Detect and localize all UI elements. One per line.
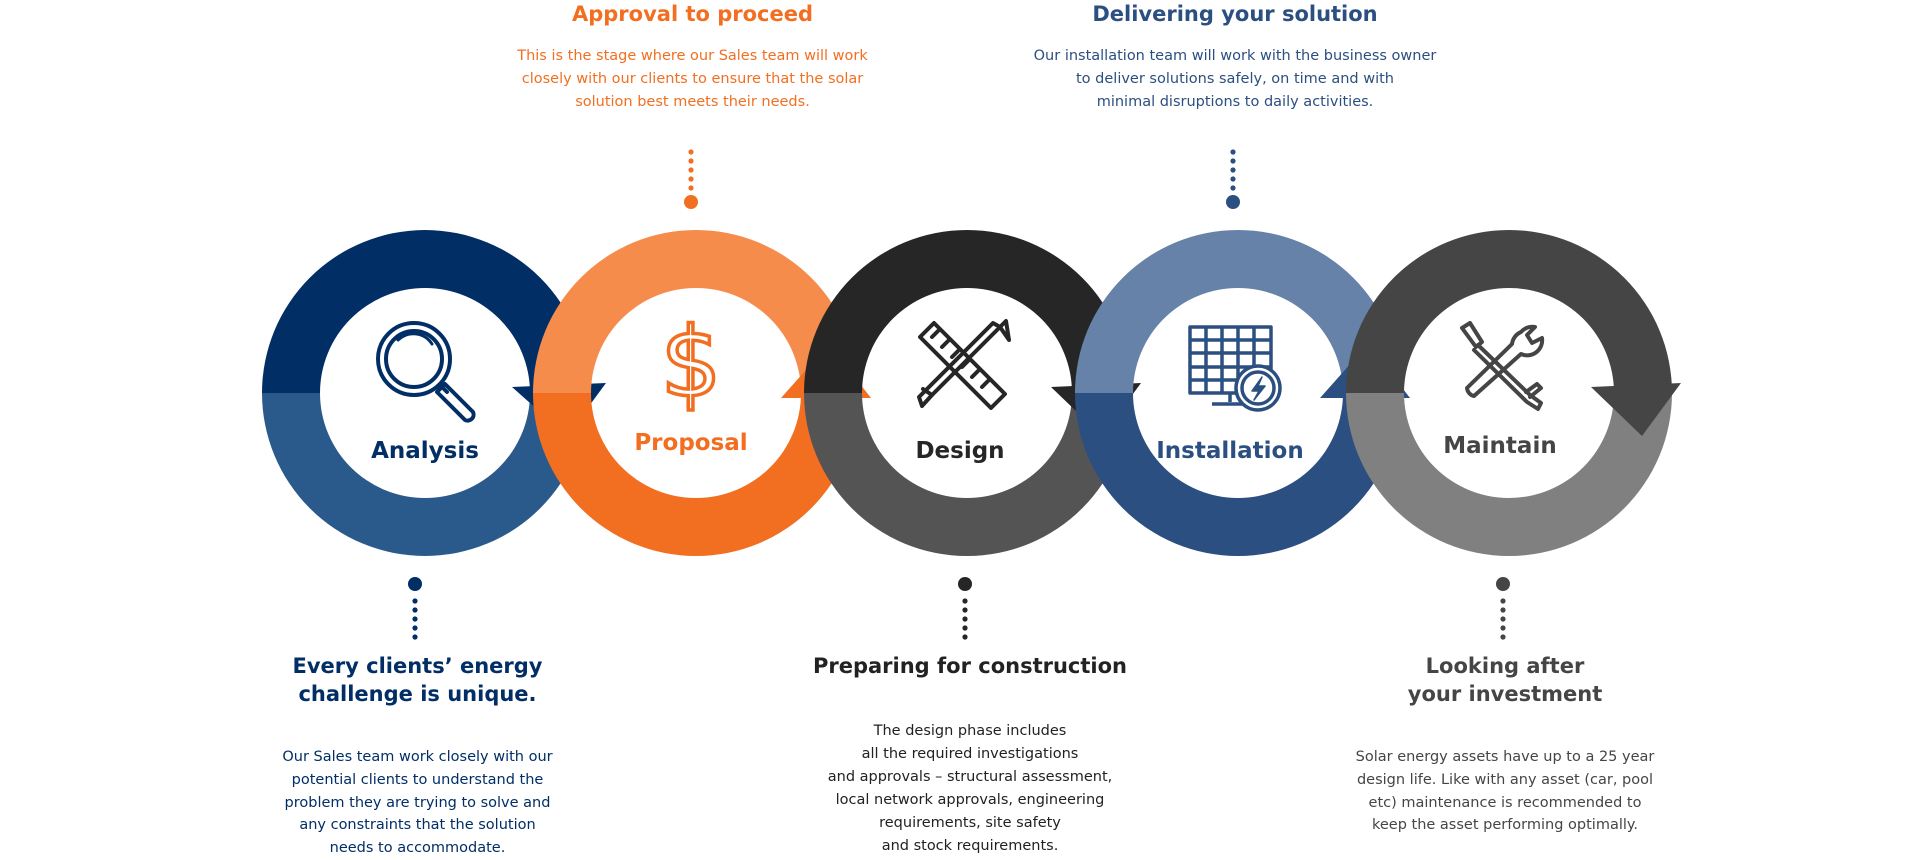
- callout-body: Our installation team will work with the…: [1033, 48, 1437, 111]
- callout-body: Solar energy assets have up to a 25 year…: [1355, 748, 1655, 834]
- ring-proposal-lower: [533, 393, 859, 556]
- connector-dot: [1500, 607, 1506, 613]
- connector-preparing: [958, 577, 972, 640]
- callout-title: Preparing for construction: [812, 654, 1127, 678]
- stage-label-installation: Installation: [1156, 438, 1303, 464]
- dotted-connectors: [408, 149, 1510, 640]
- connector-dot: [412, 598, 418, 604]
- svg-text:$: $: [660, 307, 721, 419]
- ring-analysis-lower: [262, 393, 588, 556]
- connector-node: [684, 195, 698, 209]
- connector-dot: [962, 634, 968, 640]
- connector-dot: [688, 167, 694, 173]
- magnifier-icon: [376, 321, 476, 423]
- connector-dot: [1500, 625, 1506, 631]
- connector-dot: [962, 598, 968, 604]
- connector-node: [958, 577, 972, 591]
- connector-dot: [1500, 634, 1506, 640]
- stage-label-proposal: Proposal: [634, 430, 747, 456]
- connector-dot: [688, 158, 694, 164]
- connector-dot: [412, 625, 418, 631]
- stage-label-analysis: Analysis: [371, 438, 479, 464]
- callout-title: Approval to proceed: [571, 2, 814, 26]
- connector-node: [1226, 195, 1240, 209]
- ring-design-lower: [804, 393, 1130, 556]
- connector-dot: [1230, 176, 1236, 182]
- ruler-pencil-icon: [917, 319, 1011, 410]
- connector-dot: [1230, 149, 1236, 155]
- connector-dot: [412, 634, 418, 640]
- callout-body: Our Sales team work closely with our pot…: [282, 748, 553, 857]
- connector-dot: [962, 616, 968, 622]
- connector-approval: [684, 149, 698, 209]
- ring-maintain-arrowhead: [1591, 383, 1681, 436]
- connector-dot: [962, 625, 968, 631]
- ring-maintain-upper: [1346, 230, 1672, 393]
- connector-dot: [688, 149, 694, 155]
- ring-maintain: [1346, 230, 1681, 556]
- connector-dot: [688, 176, 694, 182]
- connector-dot: [688, 185, 694, 191]
- wrench-screwdriver-icon: [1460, 321, 1545, 411]
- ring-design-upper: [804, 230, 1130, 393]
- connector-dot: [1500, 598, 1506, 604]
- connector-dot: [962, 607, 968, 613]
- dollar-icon: $: [659, 305, 724, 421]
- callout-title: Looking after your investment: [1407, 654, 1603, 707]
- callout-delivering: Delivering your solution Our installatio…: [1010, 0, 1460, 114]
- ring-installation-upper: [1075, 230, 1401, 393]
- connector-dot: [412, 607, 418, 613]
- callout-approval: Approval to proceed This is the stage wh…: [490, 0, 895, 114]
- callout-preparing: Preparing for construction The design ph…: [790, 652, 1150, 858]
- connector-dot: [1230, 158, 1236, 164]
- ring-analysis-upper: [262, 230, 588, 393]
- connector-delivering: [1226, 149, 1240, 209]
- callout-every-client: Every clients’ energy challenge is uniqu…: [250, 652, 585, 860]
- callout-body: This is the stage where our Sales team w…: [517, 48, 868, 111]
- stage-label-design: Design: [915, 438, 1004, 464]
- ring-proposal-upper: [533, 230, 859, 393]
- connector-node: [408, 577, 422, 591]
- ring-installation-lower: [1075, 393, 1401, 556]
- callout-title: Delivering your solution: [1092, 2, 1378, 26]
- connector-dot: [1230, 167, 1236, 173]
- connector-dot: [1500, 616, 1506, 622]
- ring-maintain-lower: [1346, 393, 1672, 556]
- callout-body: The design phase includes all the requir…: [827, 723, 1113, 854]
- connector-dot: [412, 616, 418, 622]
- callout-title: Every clients’ energy challenge is uniqu…: [292, 654, 543, 707]
- connector-dot: [1230, 185, 1236, 191]
- solar-panel-icon: [1188, 325, 1282, 412]
- connector-every-client: [408, 577, 422, 640]
- connector-node: [1496, 577, 1510, 591]
- callout-looking-after: Looking after your investment Solar ener…: [1340, 652, 1670, 837]
- connector-looking-after: [1496, 577, 1510, 640]
- stage-label-maintain: Maintain: [1443, 433, 1556, 459]
